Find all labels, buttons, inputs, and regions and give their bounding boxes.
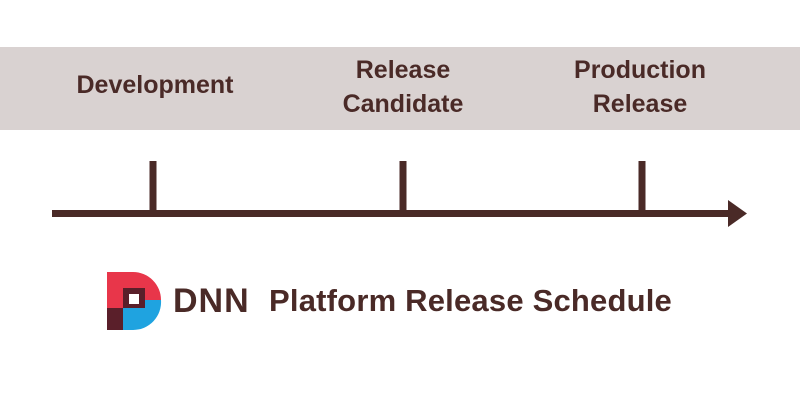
stage-label-development-line-1: Development <box>76 71 234 99</box>
dnn-logo-icon <box>107 272 162 330</box>
schedule-title: Platform Release Schedule <box>269 283 672 318</box>
stage-label-production-release-line-1: Production <box>574 56 706 84</box>
stage-label-production-release-line-2: Release <box>592 90 688 118</box>
stage-label-release-candidate-line-1: Release <box>355 56 451 84</box>
dnn-wordmark-text: DNN <box>173 282 250 320</box>
stage-label-release-candidate: Release Candidate <box>303 53 503 121</box>
timeline-arrowhead <box>728 200 747 227</box>
dnn-wordmark: DNN <box>173 282 250 320</box>
stage-header-band <box>0 47 800 130</box>
stage-label-release-candidate-line-2: Candidate <box>342 90 464 118</box>
stage-label-production-release: Production Release <box>540 53 740 121</box>
stage-label-development: Development <box>55 68 255 102</box>
footer-brand: DNN Platform Release Schedule <box>107 272 672 330</box>
